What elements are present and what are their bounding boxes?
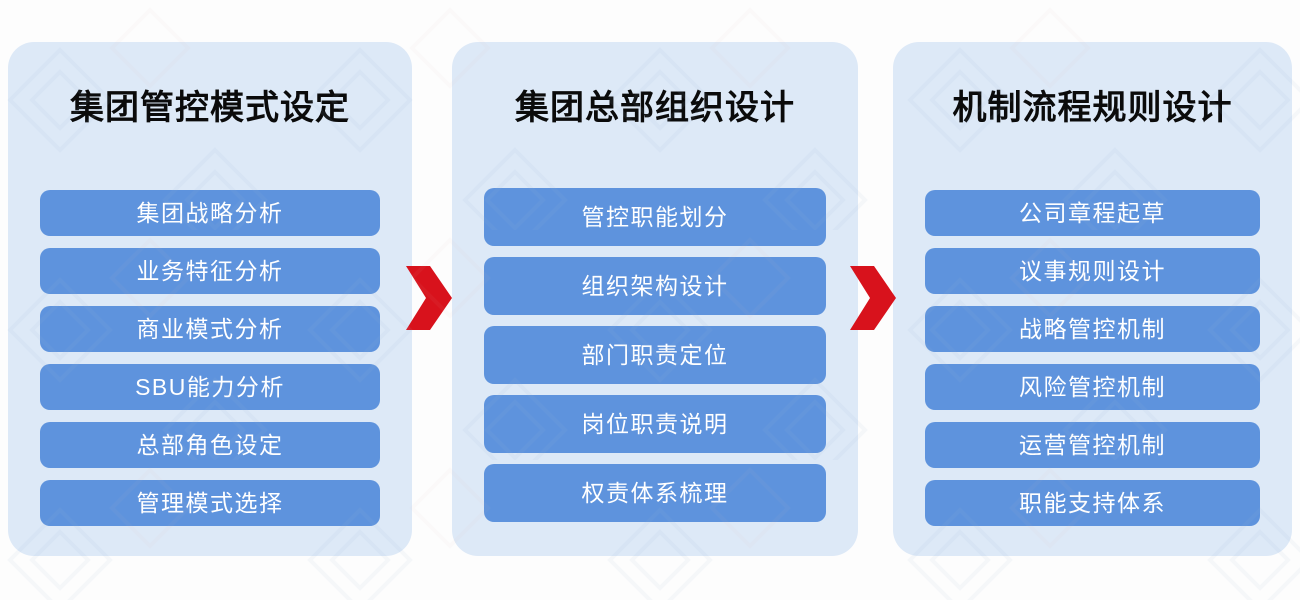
stage-1-item-6[interactable]: 管理模式选择 [40,480,380,526]
stage-3-item-1[interactable]: 公司章程起草 [925,190,1260,236]
chevron-right-icon-stage2-to-stage3 [848,264,898,332]
stage-2-title: 集团总部组织设计 [515,89,795,127]
stage-2-item-2[interactable]: 组织架构设计 [484,257,826,315]
stage-3-item-list: 公司章程起草 议事规则设计 战略管控机制 风险管控机制 运营管控机制 职能支持体… [925,190,1260,526]
stage-1-item-4[interactable]: SBU能力分析 [40,364,380,410]
stage-2-item-4[interactable]: 岗位职责说明 [484,395,826,453]
stage-3-item-3[interactable]: 战略管控机制 [925,306,1260,352]
stage-3-item-4[interactable]: 风险管控机制 [925,364,1260,410]
stage-1-item-2[interactable]: 业务特征分析 [40,248,380,294]
stage-1-item-list: 集团战略分析 业务特征分析 商业模式分析 SBU能力分析 总部角色设定 管理模式… [40,190,380,526]
stage-2-item-5[interactable]: 权责体系梳理 [484,464,826,522]
stage-card-1: 集团管控模式设定 集团战略分析 业务特征分析 商业模式分析 SBU能力分析 总部… [8,42,412,556]
stage-card-2: 集团总部组织设计 管控职能划分 组织架构设计 部门职责定位 岗位职责说明 权责体… [452,42,858,556]
stage-1-item-1[interactable]: 集团战略分析 [40,190,380,236]
stage-card-3: 机制流程规则设计 公司章程起草 议事规则设计 战略管控机制 风险管控机制 运营管… [893,42,1292,556]
stage-3-item-5[interactable]: 运营管控机制 [925,422,1260,468]
chevron-right-icon-stage1-to-stage2 [404,264,454,332]
stage-2-item-list: 管控职能划分 组织架构设计 部门职责定位 岗位职责说明 权责体系梳理 [484,188,826,522]
stage-1-item-5[interactable]: 总部角色设定 [40,422,380,468]
stage-3-item-6[interactable]: 职能支持体系 [925,480,1260,526]
stage-1-item-3[interactable]: 商业模式分析 [40,306,380,352]
stage-1-title: 集团管控模式设定 [70,89,350,127]
stage-2-item-1[interactable]: 管控职能划分 [484,188,826,246]
stage-3-title: 机制流程规则设计 [952,89,1233,127]
stage-3-item-2[interactable]: 议事规则设计 [925,248,1260,294]
stage-2-item-3[interactable]: 部门职责定位 [484,326,826,384]
